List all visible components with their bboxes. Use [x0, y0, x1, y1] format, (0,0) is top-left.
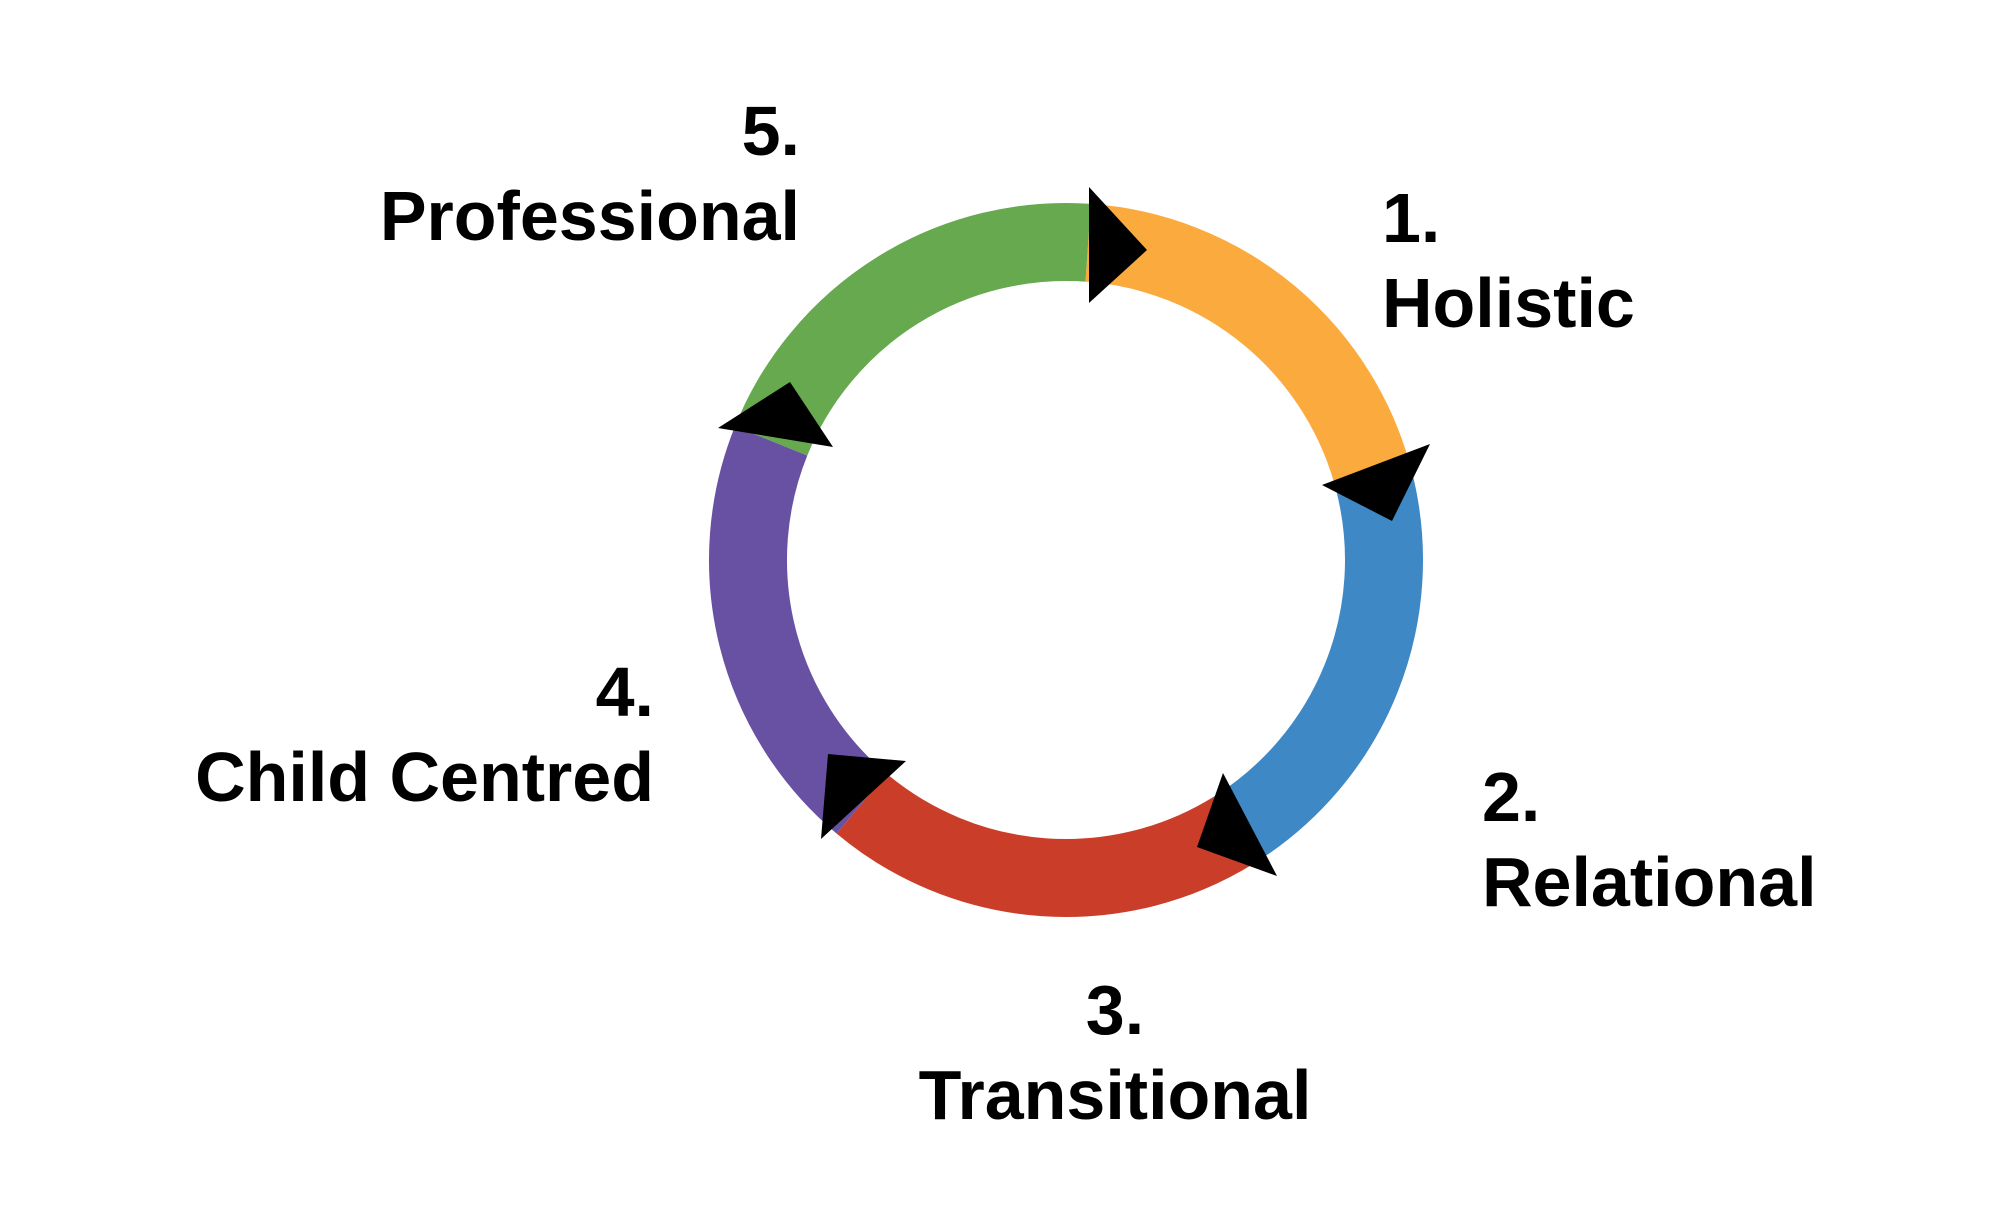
ring-segment-holistic [1084, 203, 1413, 494]
arrow-to-relational-icon [1322, 444, 1430, 521]
ring-segment-transitional [836, 773, 1256, 917]
stage-number: 3. [1085, 971, 1145, 1049]
stage-name: Transitional [918, 1056, 1312, 1134]
stage-number: 1. [1382, 179, 1441, 257]
arrow-to-professional-icon [718, 382, 833, 447]
ring-segment-child-centred [709, 426, 888, 834]
stage-number: 5. [741, 92, 800, 170]
arrow-to-child-centred-icon [821, 754, 906, 839]
stage-number: 4. [595, 653, 654, 731]
arrow-to-transitional-icon [1197, 773, 1277, 876]
stage-name: Child Centred [195, 738, 654, 816]
stage-label-child-centred: 4. Child Centred [195, 650, 654, 820]
stage-label-relational: 2. Relational [1482, 755, 1817, 925]
arrow-to-holistic-icon [1089, 187, 1147, 303]
cycle-ring [709, 203, 1423, 917]
stage-label-transitional: 3. Transitional [865, 968, 1365, 1138]
stage-name: Relational [1482, 843, 1817, 921]
cycle-arrows [718, 187, 1430, 876]
stage-label-holistic: 1. Holistic [1382, 176, 1635, 346]
stage-name: Professional [379, 177, 800, 255]
ring-segment-relational [1213, 473, 1423, 863]
stage-label-professional: 5. Professional [380, 89, 800, 259]
stage-name: Holistic [1382, 264, 1635, 342]
ring-segment-professional [735, 203, 1091, 456]
stage-number: 2. [1482, 758, 1541, 836]
